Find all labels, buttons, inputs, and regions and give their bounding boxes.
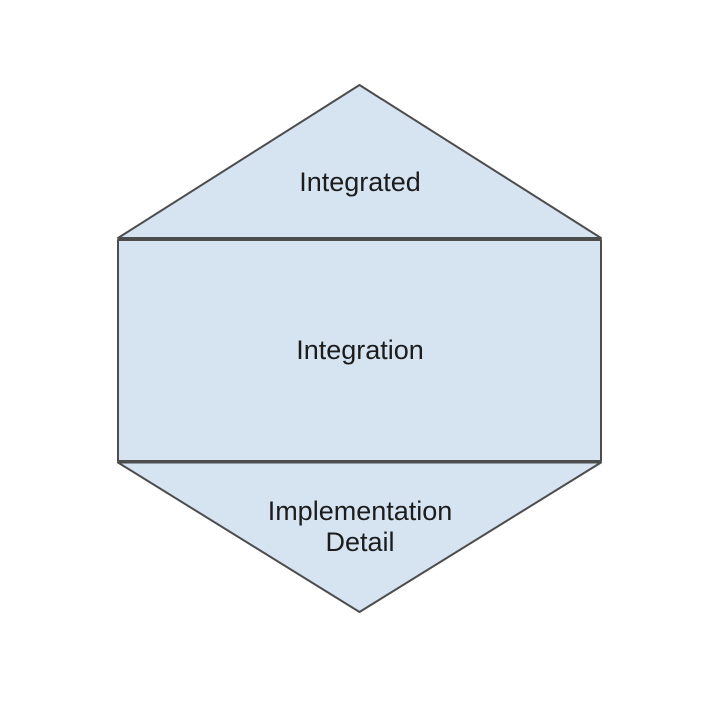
bottom-triangle-shape [117,461,602,613]
middle-rectangle-label: Integration [296,335,424,365]
middle-rectangle-shape [117,239,602,462]
bottom-triangle-label: Implementation Detail [267,496,453,557]
top-triangle-label: Integrated [299,167,421,197]
top-triangle-shape [117,84,602,239]
